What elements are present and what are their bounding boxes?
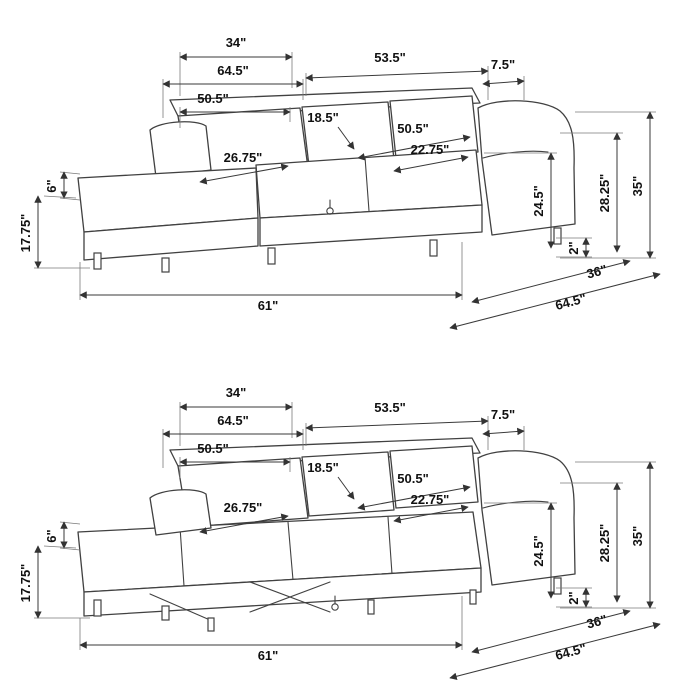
right-armrest-contour (482, 150, 549, 159)
leg (469, 589, 477, 605)
dim-label-back-inner-height: 24.5" (531, 185, 546, 216)
dim-label-seat-height: 17.75" (18, 214, 33, 253)
dim-line-chaise-seat-depth (199, 163, 289, 185)
leg (161, 257, 170, 273)
dim-label-arm-height: 28.25" (597, 174, 612, 213)
dim-label-overall-height: 35" (630, 176, 645, 197)
dim-label-chaise-length: 50.5" (197, 441, 228, 456)
support-strut (249, 581, 331, 613)
dim-label-arm-width: 7.5" (491, 57, 515, 72)
seat-front-face (259, 204, 483, 247)
dim-label-overall-depth: 64.5" (554, 640, 588, 663)
leader-back-cushion-height (337, 476, 355, 500)
leg (161, 605, 170, 621)
dim-line-sofa-length (305, 67, 489, 82)
dim-label-seat-width: 50.5" (397, 121, 428, 136)
dim-label-seat-width: 50.5" (397, 471, 428, 486)
dim-line-seat-width (357, 484, 471, 511)
dim-label-chaise-seat-depth: 26.75" (224, 150, 263, 165)
pull-handle-ring (326, 207, 334, 215)
leg (367, 599, 375, 615)
dimension-labels: 34" 64.5" 53.5" 7.5" 50.5" 18.5" 50.5" 2… (18, 385, 645, 663)
dim-label-front-width: 61" (258, 298, 279, 313)
dim-label-overall-depth: 64.5" (554, 290, 588, 313)
leg (93, 252, 102, 270)
bed-panel-division (179, 526, 185, 587)
dim-label-sofa-length: 53.5" (374, 400, 405, 415)
dimension-lines (34, 53, 661, 330)
bed-panel-division (287, 521, 294, 581)
dim-label-seat-depth: 22.75" (411, 492, 450, 507)
dim-line-arm-width (482, 427, 525, 438)
view-sofa-closed: 34" 64.5" 53.5" 7.5" 50.5" 18.5" 50.5" 2… (18, 35, 661, 330)
left-armrest (149, 489, 212, 536)
dim-label-chaise-length: 50.5" (197, 91, 228, 106)
dim-label-seat-area-depth: 36" (585, 612, 609, 632)
sofa-legs (93, 227, 562, 273)
dim-label-arm-width: 7.5" (491, 407, 515, 422)
sofa-outline (77, 437, 576, 621)
bed-panel-division (387, 516, 393, 575)
dim-label-clearance: 2" (566, 241, 581, 254)
leg (93, 599, 102, 617)
leg (429, 239, 438, 257)
right-armrest (477, 450, 576, 586)
dim-line-seat-depth (393, 154, 469, 174)
dimension-lines (34, 403, 661, 680)
sofa-legs (93, 577, 562, 632)
dim-label-seat-height: 17.75" (18, 564, 33, 603)
view-sofa-bed-open: 34" 64.5" 53.5" 7.5" 50.5" 18.5" 50.5" 2… (18, 385, 661, 680)
dim-label-back-width: 34" (226, 385, 247, 400)
dim-label-chaise-total: 64.5" (217, 413, 248, 428)
dim-label-back-inner-height: 24.5" (531, 535, 546, 566)
dim-label-back-cushion-height: 18.5" (307, 110, 338, 125)
seat-division (364, 156, 370, 212)
dim-line-sofa-length (305, 417, 489, 432)
dim-label-clearance: 2" (566, 591, 581, 604)
dim-label-back-cushion-height: 18.5" (307, 460, 338, 475)
dim-label-leg-height: 6" (44, 529, 59, 542)
dim-line-overall-depth (449, 622, 661, 680)
dim-label-chaise-seat-depth: 26.75" (224, 500, 263, 515)
dim-label-leg-height: 6" (44, 179, 59, 192)
leader-back-cushion-height (337, 126, 355, 150)
leg (553, 227, 562, 245)
dim-label-sofa-length: 53.5" (374, 50, 405, 65)
pull-handle-ring (331, 603, 339, 611)
dim-line-chaise-seat-depth (199, 513, 289, 535)
dim-label-chaise-total: 64.5" (217, 63, 248, 78)
dim-line-seat-depth (393, 504, 469, 524)
dim-line-seat-width (357, 134, 471, 161)
dim-line-overall-depth (449, 272, 661, 330)
right-armrest-contour (482, 500, 549, 509)
dim-label-seat-area-depth: 36" (585, 262, 609, 282)
dim-line-arm-width (482, 77, 525, 88)
chaise-front-face (83, 217, 259, 261)
dim-label-front-width: 61" (258, 648, 279, 663)
support-strut (149, 593, 211, 621)
bed-front-face (83, 567, 482, 617)
dim-label-seat-depth: 22.75" (411, 142, 450, 157)
left-armrest (149, 121, 212, 178)
right-armrest (477, 100, 576, 236)
leg (207, 617, 215, 632)
leg (267, 247, 276, 265)
dim-label-overall-height: 35" (630, 526, 645, 547)
dim-label-back-width: 34" (226, 35, 247, 50)
leg (553, 577, 562, 595)
dim-label-arm-height: 28.25" (597, 524, 612, 563)
dimension-labels: 34" 64.5" 53.5" 7.5" 50.5" 18.5" 50.5" 2… (18, 35, 645, 313)
